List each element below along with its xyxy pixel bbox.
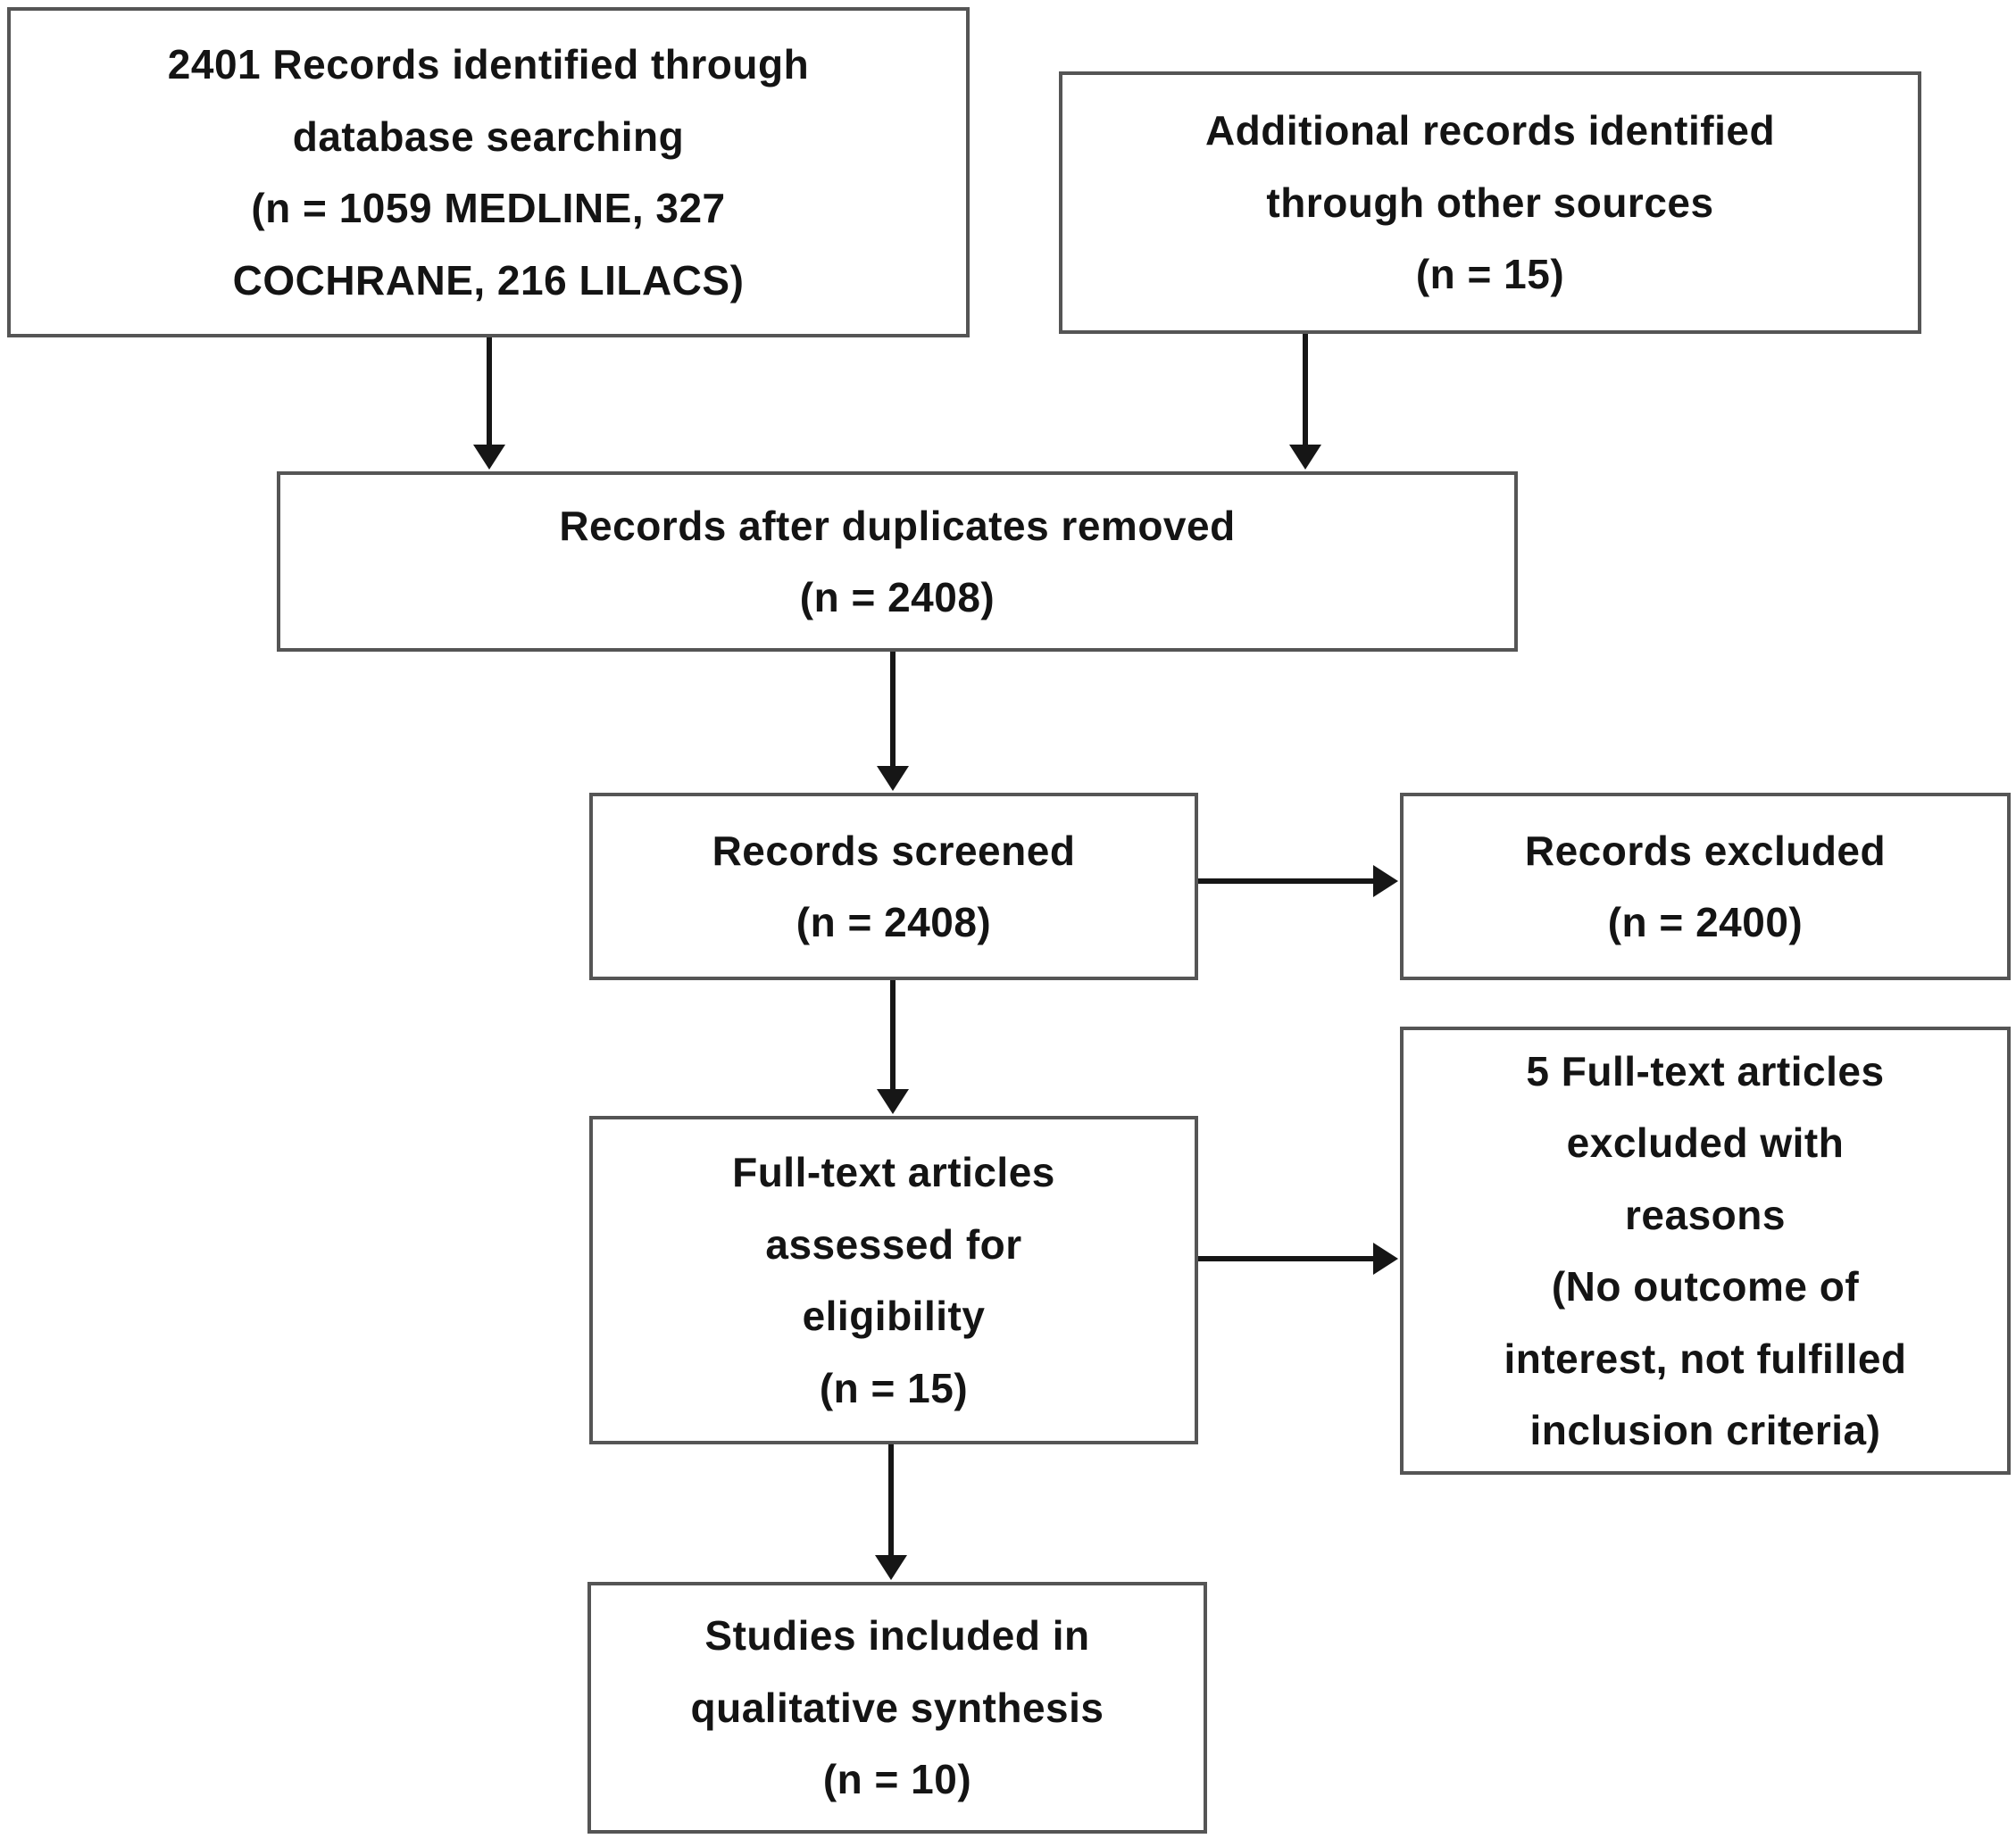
box-records-screened-text: Records screened (n = 2408) [712, 827, 1076, 946]
box-records-excluded: Records excluded (n = 2400) [1400, 793, 2011, 980]
box-records-identified-text: 2401 Records identified through database… [167, 41, 810, 304]
arrowhead-right-icon [1373, 865, 1398, 897]
box-records-after-duplicates: Records after duplicates removed (n = 24… [277, 471, 1518, 652]
arrow-line [890, 652, 896, 768]
arrow-assessed-to-included [875, 1444, 907, 1580]
arrowhead-down-icon [1289, 445, 1321, 470]
box-fulltext-assessed: Full-text articles assessed for eligibil… [589, 1116, 1198, 1444]
arrow-line [890, 980, 896, 1091]
box-records-identified: 2401 Records identified through database… [7, 7, 970, 337]
arrowhead-down-icon [473, 445, 505, 470]
arrow-assessed-to-fulltext-excluded [1198, 1243, 1398, 1275]
arrowhead-down-icon [875, 1555, 907, 1580]
arrow-screened-to-excluded [1198, 865, 1398, 897]
box-additional-records-text: Additional records identified through ot… [1204, 107, 1776, 298]
arrowhead-down-icon [877, 1089, 909, 1114]
box-records-after-duplicates-text: Records after duplicates removed (n = 24… [559, 502, 1236, 621]
box-studies-included-text: Studies included in qualitative synthesi… [690, 1612, 1104, 1803]
arrowhead-down-icon [877, 766, 909, 791]
arrow-identified-to-duplicates [473, 337, 505, 470]
box-fulltext-excluded: 5 Full-text articles excluded with reaso… [1400, 1027, 2011, 1475]
arrow-screened-to-assessed [877, 980, 909, 1114]
arrow-additional-to-duplicates [1289, 334, 1321, 470]
arrow-line [1198, 1256, 1375, 1261]
arrow-line [487, 337, 492, 446]
box-records-excluded-text: Records excluded (n = 2400) [1524, 827, 1887, 946]
box-fulltext-assessed-text: Full-text articles assessed for eligibil… [732, 1149, 1055, 1411]
arrow-duplicates-to-screened [877, 652, 909, 791]
box-fulltext-excluded-text: 5 Full-text articles excluded with reaso… [1504, 1047, 1907, 1454]
box-additional-records: Additional records identified through ot… [1059, 71, 1921, 334]
arrowhead-right-icon [1373, 1243, 1398, 1275]
arrow-line [888, 1444, 894, 1557]
arrow-line [1198, 878, 1375, 884]
box-studies-included: Studies included in qualitative synthesi… [587, 1582, 1207, 1834]
box-records-screened: Records screened (n = 2408) [589, 793, 1198, 980]
arrow-line [1303, 334, 1308, 446]
